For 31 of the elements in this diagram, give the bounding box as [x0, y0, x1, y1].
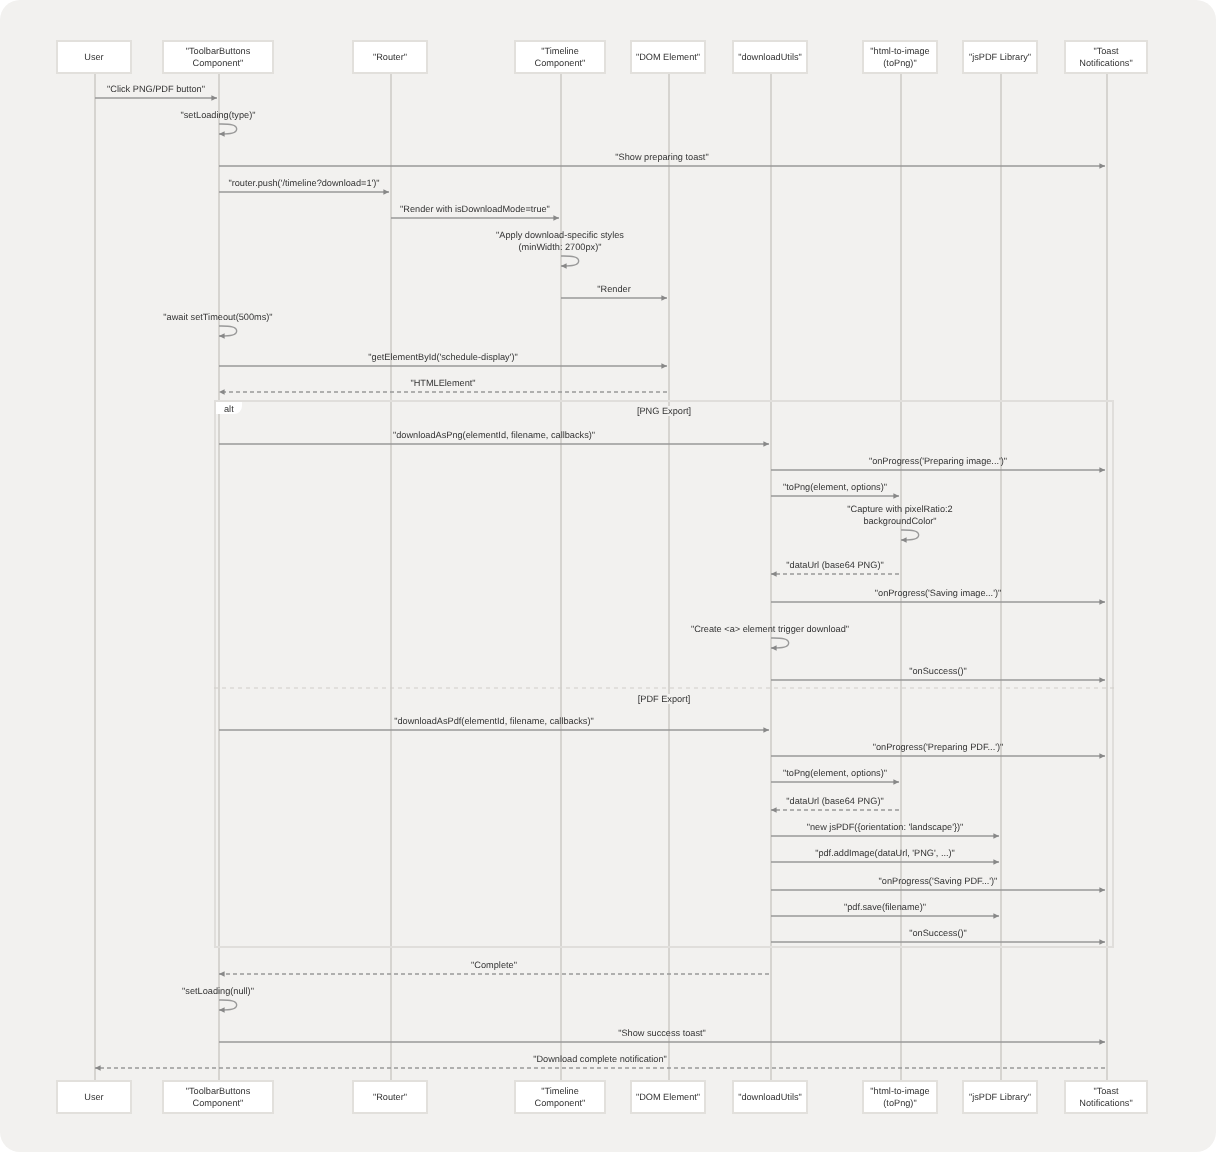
- self-message-arrow: [900, 529, 920, 543]
- return-message-arrow: [770, 571, 900, 577]
- return-message-arrow: [218, 389, 668, 395]
- self-message-arrow: [560, 255, 580, 269]
- message-arrow: [770, 913, 1000, 919]
- self-message-arrow: [218, 325, 238, 339]
- message-arrow: [218, 189, 390, 195]
- message-arrow: [770, 467, 1106, 473]
- message-arrow: [218, 363, 668, 369]
- message-arrow: [390, 215, 560, 221]
- return-message-arrow: [94, 1065, 1106, 1071]
- return-message-arrow: [218, 971, 770, 977]
- message-arrow: [770, 493, 900, 499]
- message-arrow: [770, 677, 1106, 683]
- message-arrow: [218, 163, 1106, 169]
- message-arrow: [770, 859, 1000, 865]
- message-arrow: [770, 599, 1106, 605]
- message-arrow: [218, 1039, 1106, 1045]
- message-arrow: [770, 887, 1106, 893]
- message-arrow: [770, 753, 1106, 759]
- message-arrow: [218, 441, 770, 447]
- self-message-arrow: [218, 999, 238, 1013]
- self-message-arrow: [218, 123, 238, 137]
- message-arrow: [770, 779, 900, 785]
- message-arrow: [770, 939, 1106, 945]
- message-arrow: [94, 95, 218, 101]
- return-message-arrow: [770, 807, 900, 813]
- message-arrow: [218, 727, 770, 733]
- message-arrow: [770, 833, 1000, 839]
- message-arrow: [560, 295, 668, 301]
- self-message-arrow: [770, 637, 790, 651]
